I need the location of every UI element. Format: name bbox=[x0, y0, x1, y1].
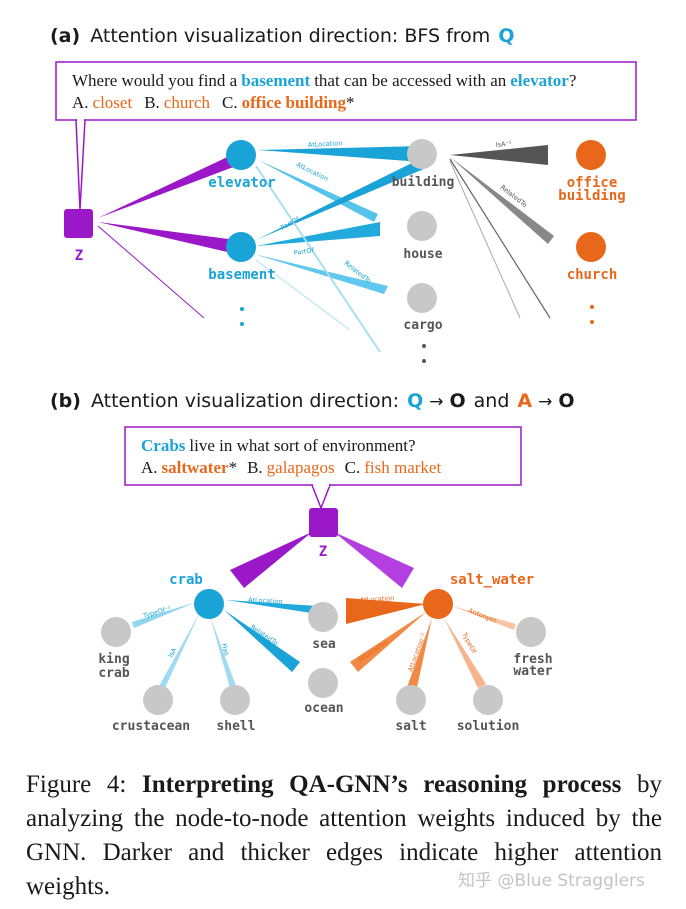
svg-text:A. closet B.: A. closet B. church C. office building* bbox=[72, 93, 355, 112]
node-crab bbox=[194, 589, 224, 619]
node-salt_water bbox=[423, 589, 453, 619]
node-fresh_water bbox=[516, 617, 546, 647]
rel-label: Antonym bbox=[467, 606, 497, 624]
rel-label: PartOf bbox=[293, 246, 315, 257]
edge-elevator-cargo bbox=[255, 165, 381, 353]
panel-a-heading: (a) Attention visualization direction: B… bbox=[50, 25, 514, 47]
edge-elevator-building bbox=[258, 146, 422, 162]
node-ocean bbox=[308, 668, 338, 698]
edge-basement-cargo bbox=[254, 254, 388, 294]
node-office-building bbox=[576, 140, 606, 170]
node-shell bbox=[220, 685, 250, 715]
node-salt_water-label: salt_water bbox=[450, 572, 534, 588]
node-shell-label: shell bbox=[216, 719, 255, 734]
edge-building-office bbox=[450, 145, 548, 165]
edge-elevator-house bbox=[258, 160, 378, 222]
edge-crab-king_crab bbox=[132, 602, 196, 628]
node-king_crab bbox=[101, 617, 131, 647]
caption-prefix: Figure 4: bbox=[26, 771, 127, 798]
edge-z-elevator bbox=[98, 152, 244, 218]
node-building bbox=[407, 139, 437, 169]
panel-b-question-box: Crabs live in what sort of environment? … bbox=[124, 426, 522, 511]
svg-text:A. saltwater* B.: A. saltwater* B. galapagos C. fish marke… bbox=[141, 458, 441, 477]
node-z-label: Z bbox=[75, 248, 83, 264]
caption-rest: by analyzing the node-to-node attention … bbox=[26, 771, 663, 900]
panel-b-edges bbox=[132, 532, 516, 692]
ellipsis-blue bbox=[240, 307, 244, 326]
watermark: 知乎 @Blue Stragglers bbox=[458, 871, 645, 891]
ellipsis-gray bbox=[422, 344, 426, 363]
node-solution bbox=[473, 685, 503, 715]
edge-building-more2 bbox=[449, 160, 521, 319]
caption-bold: Interpreting QA-GNN’s reasoning process bbox=[142, 771, 622, 798]
rel-label: AtLocation bbox=[248, 596, 283, 606]
node-z bbox=[64, 209, 93, 238]
node-sea-label: sea bbox=[312, 637, 336, 652]
edge-building-church bbox=[450, 157, 554, 244]
ellipsis-orange bbox=[590, 305, 594, 324]
node-fresh_water-label-1: fresh bbox=[513, 652, 552, 667]
node-church-label: church bbox=[567, 267, 618, 283]
rel-label: RelatedTo bbox=[499, 183, 529, 209]
edge-z-basement bbox=[98, 222, 236, 254]
node-cargo bbox=[407, 283, 437, 313]
edge-z-salt_water bbox=[334, 532, 414, 588]
edge-salt_water-ocean bbox=[350, 612, 426, 672]
node-basement bbox=[226, 232, 256, 262]
node-king_crab-label-1: king bbox=[98, 652, 129, 667]
panel-a-nodes: Z elevator basement building house cargo… bbox=[64, 139, 626, 363]
node-house bbox=[407, 211, 437, 241]
svg-text:Where would you find a b: Where would you find a basement that can… bbox=[72, 71, 576, 90]
edge-salt_water-sea bbox=[346, 598, 426, 624]
rel-label: Has bbox=[220, 643, 231, 657]
svg-text:Crabs live in what sort: Crabs live in what sort of environment? bbox=[141, 436, 416, 455]
node-basement-label: basement bbox=[208, 267, 275, 283]
panel-b-nodes: Z crab salt_water king crab crustacean s… bbox=[98, 508, 553, 734]
node-salt bbox=[396, 685, 426, 715]
node-salt-label: salt bbox=[395, 719, 426, 734]
node-crab-label: crab bbox=[169, 572, 203, 588]
edge-z-more bbox=[97, 225, 205, 319]
node-fresh_water-label-2: water bbox=[513, 664, 552, 679]
edge-salt_water-solution bbox=[444, 618, 486, 688]
node-z bbox=[309, 508, 338, 537]
node-office-building-label-1: office bbox=[567, 175, 618, 191]
edge-crab-sea bbox=[226, 600, 318, 614]
node-office-building-label-2: building bbox=[558, 188, 625, 204]
edge-basement-building bbox=[256, 160, 426, 240]
node-sea bbox=[308, 602, 338, 632]
edge-crab-crustacean bbox=[158, 612, 200, 690]
edge-basement-cargo-thin bbox=[255, 259, 351, 331]
rel-label: AtLocation bbox=[357, 638, 390, 664]
node-church bbox=[576, 232, 606, 262]
rel-label: IsA⁻¹ bbox=[495, 139, 512, 149]
node-elevator-label: elevator bbox=[208, 175, 275, 191]
panel-b-heading: (b) Attention visualization direction: Q… bbox=[50, 390, 575, 412]
node-elevator bbox=[226, 140, 256, 170]
edge-crab-shell bbox=[210, 616, 236, 688]
node-house-label: house bbox=[403, 247, 442, 262]
node-crustacean-label: crustacean bbox=[112, 719, 190, 734]
edge-building-more bbox=[449, 158, 551, 319]
node-building-label: building bbox=[392, 175, 455, 190]
panel-a-question-box: Where would you find a basement that can… bbox=[55, 61, 637, 211]
node-king_crab-label-2: crab bbox=[98, 666, 129, 681]
node-cargo-label: cargo bbox=[403, 318, 442, 333]
node-crustacean bbox=[143, 685, 173, 715]
rel-label: IsA bbox=[167, 646, 179, 659]
panel-a-edges bbox=[97, 145, 554, 353]
rel-label: AtLocation bbox=[308, 139, 343, 149]
edge-z-crab bbox=[230, 532, 312, 588]
node-ocean-label: ocean bbox=[304, 701, 343, 716]
figure-caption: Figure 4: Interpreting QA-GNN’s reasonin… bbox=[26, 768, 662, 904]
node-solution-label: solution bbox=[457, 719, 520, 734]
edge-salt_water-fresh_water bbox=[452, 606, 516, 630]
edge-salt_water-salt bbox=[406, 618, 432, 692]
edge-basement-house bbox=[256, 222, 380, 246]
edge-crab-ocean bbox=[224, 610, 300, 672]
rel-label: AtLocation bbox=[360, 594, 395, 604]
node-z-label: Z bbox=[319, 544, 327, 560]
